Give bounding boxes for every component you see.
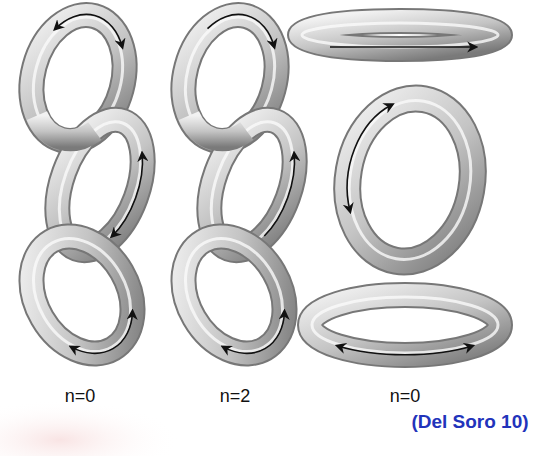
- winding-label: n=0: [390, 386, 421, 407]
- torus-chain: [11, 4, 159, 372]
- citation: (Del Soro 10): [411, 411, 528, 433]
- torus-stack: [300, 21, 500, 355]
- watermark: [0, 400, 180, 456]
- torus: [335, 88, 486, 271]
- winding-label: n=2: [220, 386, 251, 407]
- winding-label: n=0: [65, 386, 96, 407]
- torus: [300, 21, 500, 49]
- torus: [163, 218, 305, 371]
- torus: [11, 218, 153, 371]
- torus: [310, 295, 500, 355]
- torus-chain: [163, 4, 311, 372]
